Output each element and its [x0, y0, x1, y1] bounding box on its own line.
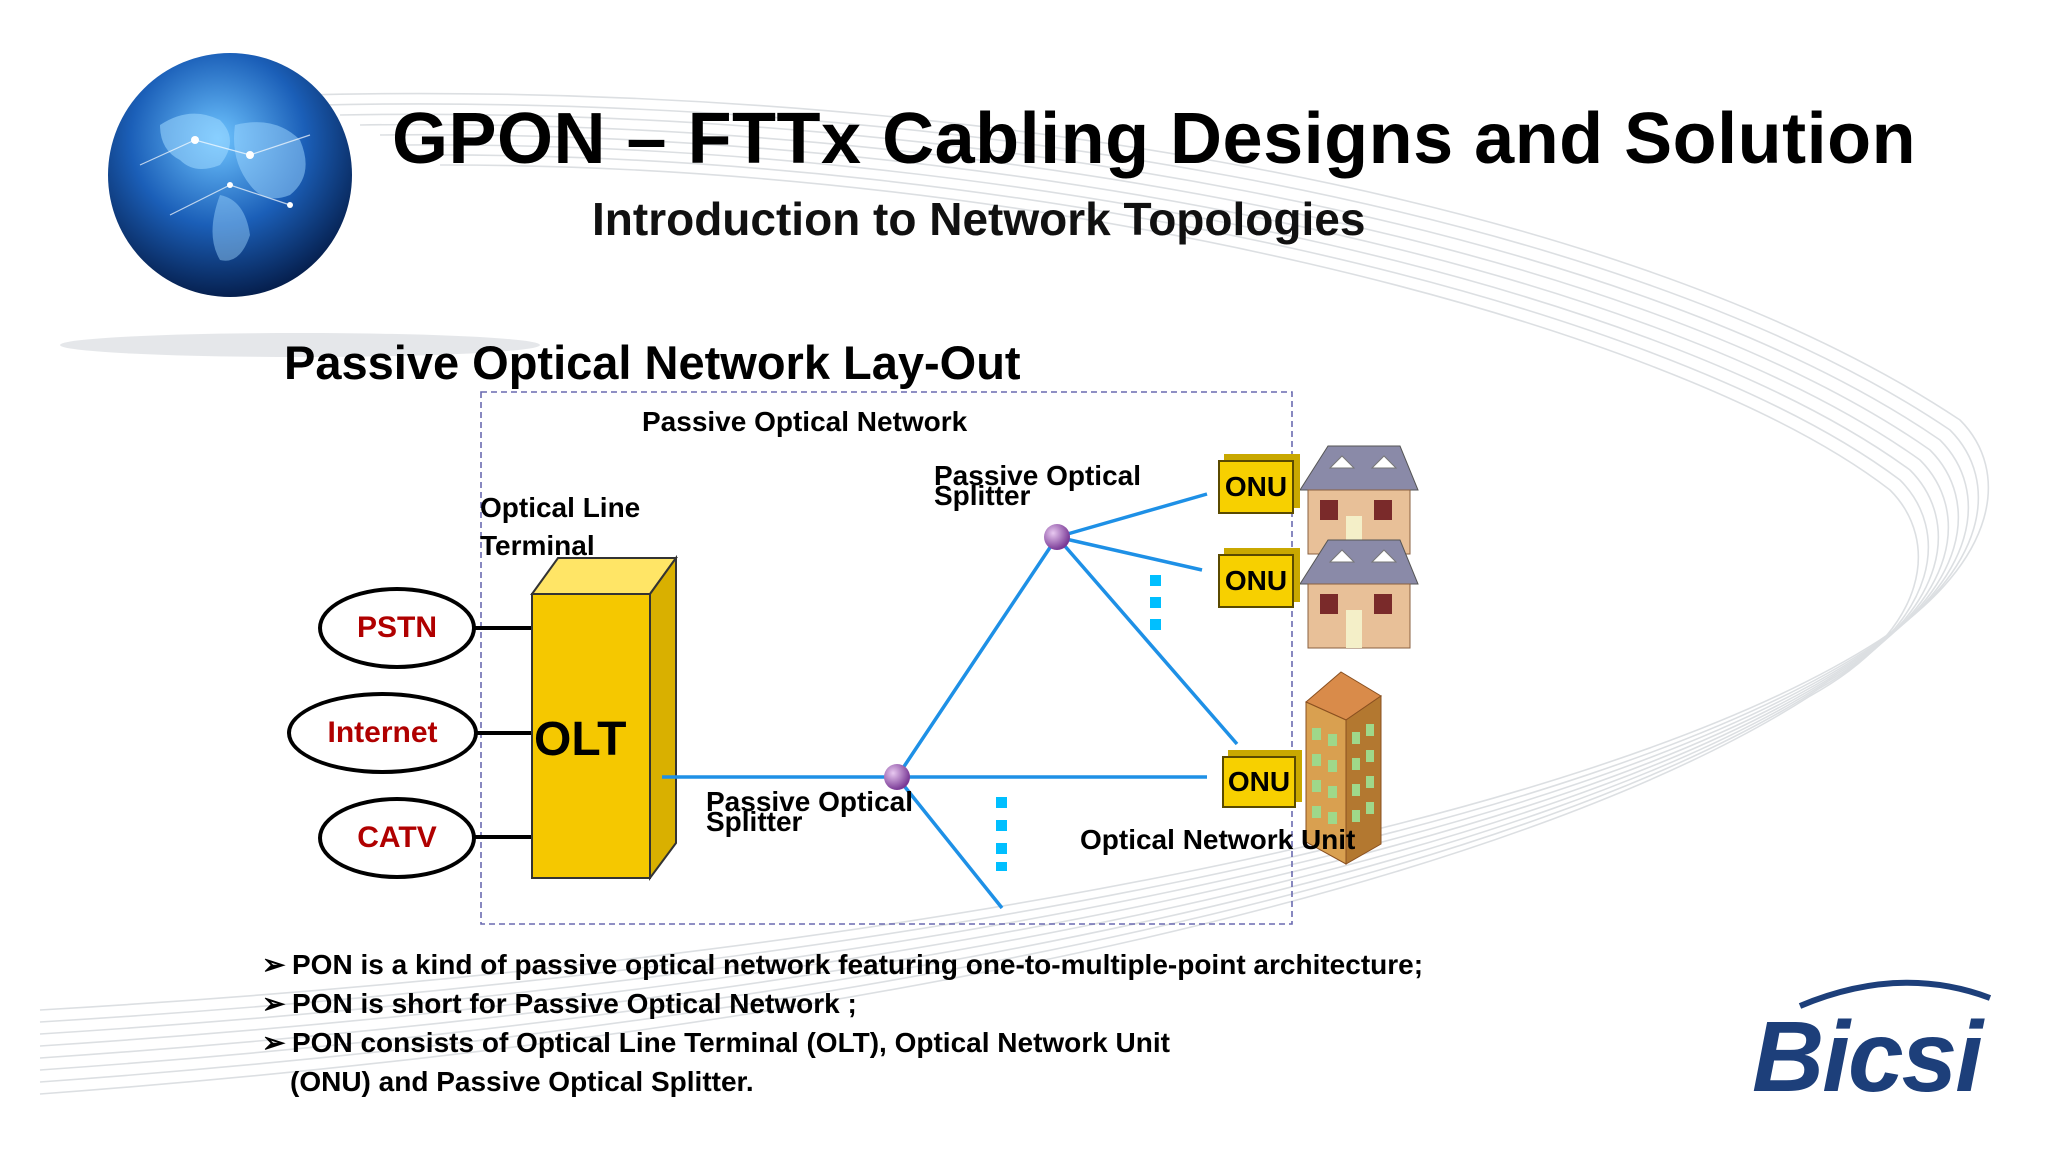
globe-icon — [108, 53, 352, 297]
olt-caption-line1: Optical Line — [480, 492, 641, 523]
ellipsis-dot — [1150, 619, 1161, 630]
ellipsis-dot — [996, 862, 1007, 871]
section-title: Passive Optical Network Lay-Out — [284, 336, 1021, 389]
splitter-node-upper — [1044, 524, 1070, 550]
list-item: ➢PON is a kind of passive optical networ… — [262, 945, 1423, 984]
bicsi-logo: Bicsi — [1752, 1001, 1983, 1113]
fiber-branch-lower — [895, 775, 1004, 910]
splitter-node-lower — [884, 764, 910, 790]
olt-label: OLT — [534, 713, 627, 766]
list-item: ➢PON consists of Optical Line Terminal (… — [262, 1023, 1423, 1062]
list-item: (ONU) and Passive Optical Splitter. — [290, 1066, 754, 1097]
arrow-bullet-icon: ➢ — [262, 988, 286, 1019]
ellipsis-dot — [996, 797, 1007, 808]
arrow-bullet-icon: ➢ — [262, 949, 286, 980]
onu-box-1: ONU — [1218, 460, 1294, 514]
pon-boundary — [480, 391, 1293, 925]
olt-side — [649, 554, 677, 882]
splitter-upper-label-line2: Splitter — [934, 480, 1031, 511]
house-icon — [1299, 445, 1419, 555]
splitter-lower-label-line2: Splitter — [706, 806, 803, 837]
building-icon — [1305, 671, 1382, 865]
onu-box-3: ONU — [1222, 756, 1296, 808]
ellipsis-dot — [1150, 597, 1161, 608]
ellipsis-dot — [996, 820, 1007, 831]
onu-box-2: ONU — [1218, 554, 1294, 608]
olt-front — [531, 593, 651, 879]
ellipsis-dot — [996, 843, 1007, 854]
service-catv: CATV — [318, 797, 476, 879]
olt-caption-line2: Terminal — [480, 530, 595, 561]
splitter-upper-label-line1: Passive Optical — [934, 460, 1142, 491]
list-item: ➢PON is short for Passive Optical Networ… — [262, 984, 1423, 1023]
fiber-to-onu3-diag — [1055, 535, 1239, 746]
service-internet: Internet — [287, 692, 478, 774]
logo-swoosh — [1798, 979, 1992, 1009]
service-pstn: PSTN — [318, 587, 476, 669]
bullet-list: ➢PON is a kind of passive optical networ… — [262, 945, 1423, 1101]
pon-label: Passive Optical Network — [642, 406, 968, 437]
house-icon — [1299, 539, 1419, 649]
page-subtitle: Introduction to Network Topologies — [592, 193, 1366, 245]
onu-caption: Optical Network Unit — [1080, 824, 1356, 855]
fiber-splitter-splitter — [895, 536, 1059, 778]
fiber-to-onu2 — [1056, 535, 1203, 572]
page-title: GPON – FTTx Cabling Designs and Solution — [392, 99, 1917, 179]
arrow-bullet-icon: ➢ — [262, 1027, 286, 1058]
splitter-lower-label-line1: Passive Optical — [706, 786, 914, 817]
ellipsis-dot — [1150, 575, 1161, 586]
fiber-to-onu1 — [1056, 492, 1208, 539]
